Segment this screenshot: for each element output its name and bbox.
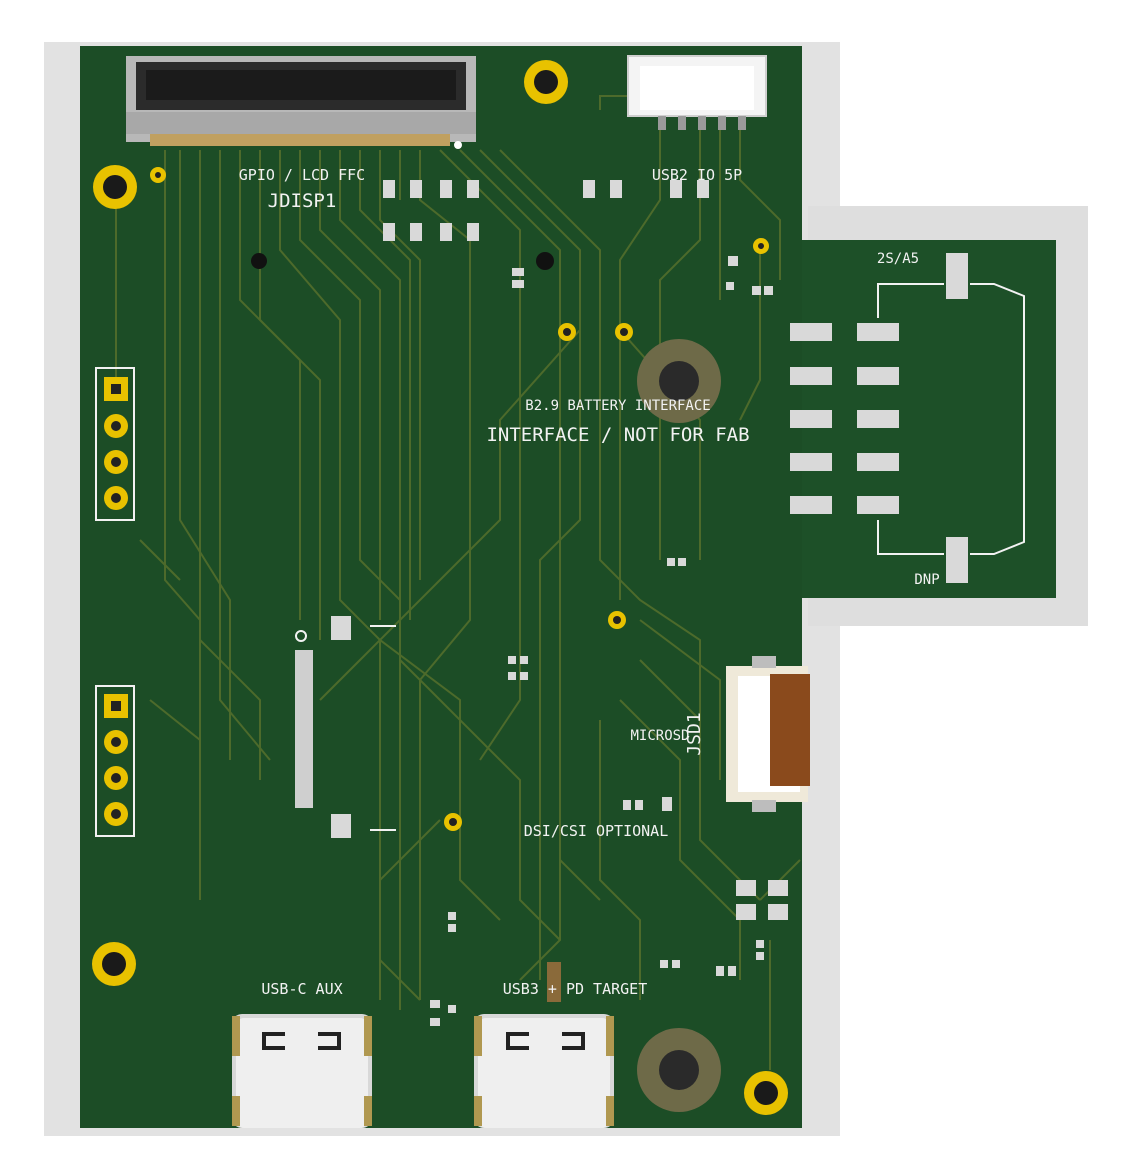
label-usb2-io-5p: USB2 IO 5P [652, 166, 742, 184]
microsd-connector [726, 656, 810, 812]
label-dsi-csi-optional: DSI/CSI OPTIONAL [524, 822, 669, 840]
label-jsd1: JSD1 [684, 712, 705, 755]
usb-c-aux-connector [232, 1014, 372, 1128]
left-header-top [95, 367, 135, 521]
copper-traces [115, 95, 801, 1070]
battery-connector-pads [790, 253, 1025, 583]
usb2-io-5p-connector [627, 55, 767, 130]
label-battery-interface: B2.9 BATTERY INTERFACE [525, 398, 710, 414]
label-jdisp1: JDISP1 [268, 190, 337, 212]
standoff-pads [251, 253, 721, 1112]
label-usb3-pd-target: USB3 + PD TARGET [503, 980, 648, 998]
gold-vias [150, 167, 769, 831]
label-usb-c-aux: USB-C AUX [261, 980, 342, 998]
label-not-for-fab: INTERFACE / NOT FOR FAB [486, 424, 749, 446]
label-2s-a5: 2S/A5 [877, 251, 919, 267]
mounting-holes [92, 60, 788, 1115]
smd-pads [331, 180, 788, 1026]
label-gpio-lcd-ffc: GPIO / LCD FFC [239, 166, 365, 184]
dsi-csi-footprint [295, 625, 396, 831]
label-microsd: MICROSD [630, 728, 689, 744]
gpio-lcd-ffc-connector [126, 56, 476, 149]
left-header-bottom [95, 685, 135, 837]
ic-dot [536, 252, 554, 270]
usb3-pd-target-connector [474, 1014, 614, 1128]
label-dnp: DNP [914, 572, 939, 588]
